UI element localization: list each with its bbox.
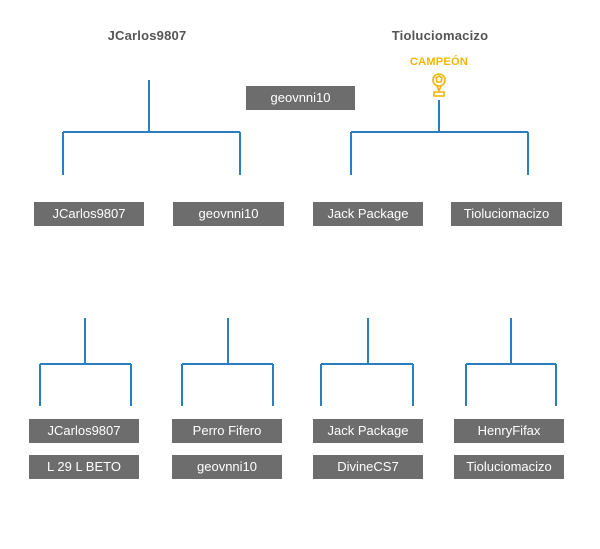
bracket-connector-qf-2 <box>181 318 274 406</box>
bracket-connector-right-semi <box>350 100 529 175</box>
trophy-icon <box>432 73 446 97</box>
quarterfinal-player-box[interactable]: geovnni10 <box>172 455 282 479</box>
bracket-connector-qf-1 <box>39 318 132 406</box>
semifinal-player-box[interactable]: Tioluciomacizo <box>451 202 562 226</box>
semifinal-right-title: Tioluciomacizo <box>391 28 489 43</box>
champion-label: CAMPEÓN <box>409 56 469 68</box>
quarterfinal-player-box[interactable]: Tioluciomacizo <box>454 455 564 479</box>
semifinal-left-title: JCarlos9807 <box>107 28 187 43</box>
semifinal-player-box[interactable]: geovnni10 <box>173 202 284 226</box>
semifinal-player-box[interactable]: JCarlos9807 <box>34 202 144 226</box>
bracket-connector-qf-3 <box>320 318 414 406</box>
quarterfinal-player-box[interactable]: Perro Fifero <box>172 419 282 443</box>
quarterfinal-player-box[interactable]: L 29 L BETO <box>29 455 139 479</box>
quarterfinal-player-box[interactable]: Jack Package <box>313 419 423 443</box>
quarterfinal-player-box[interactable]: JCarlos9807 <box>29 419 139 443</box>
bracket-connector-left-semi <box>62 80 241 175</box>
final-player-box[interactable]: geovnni10 <box>246 86 355 110</box>
bracket-connector-qf-4 <box>465 318 557 406</box>
quarterfinal-player-box[interactable]: HenryFifax <box>454 419 564 443</box>
semifinal-player-box[interactable]: Jack Package <box>313 202 423 226</box>
quarterfinal-player-box[interactable]: DivineCS7 <box>313 455 423 479</box>
